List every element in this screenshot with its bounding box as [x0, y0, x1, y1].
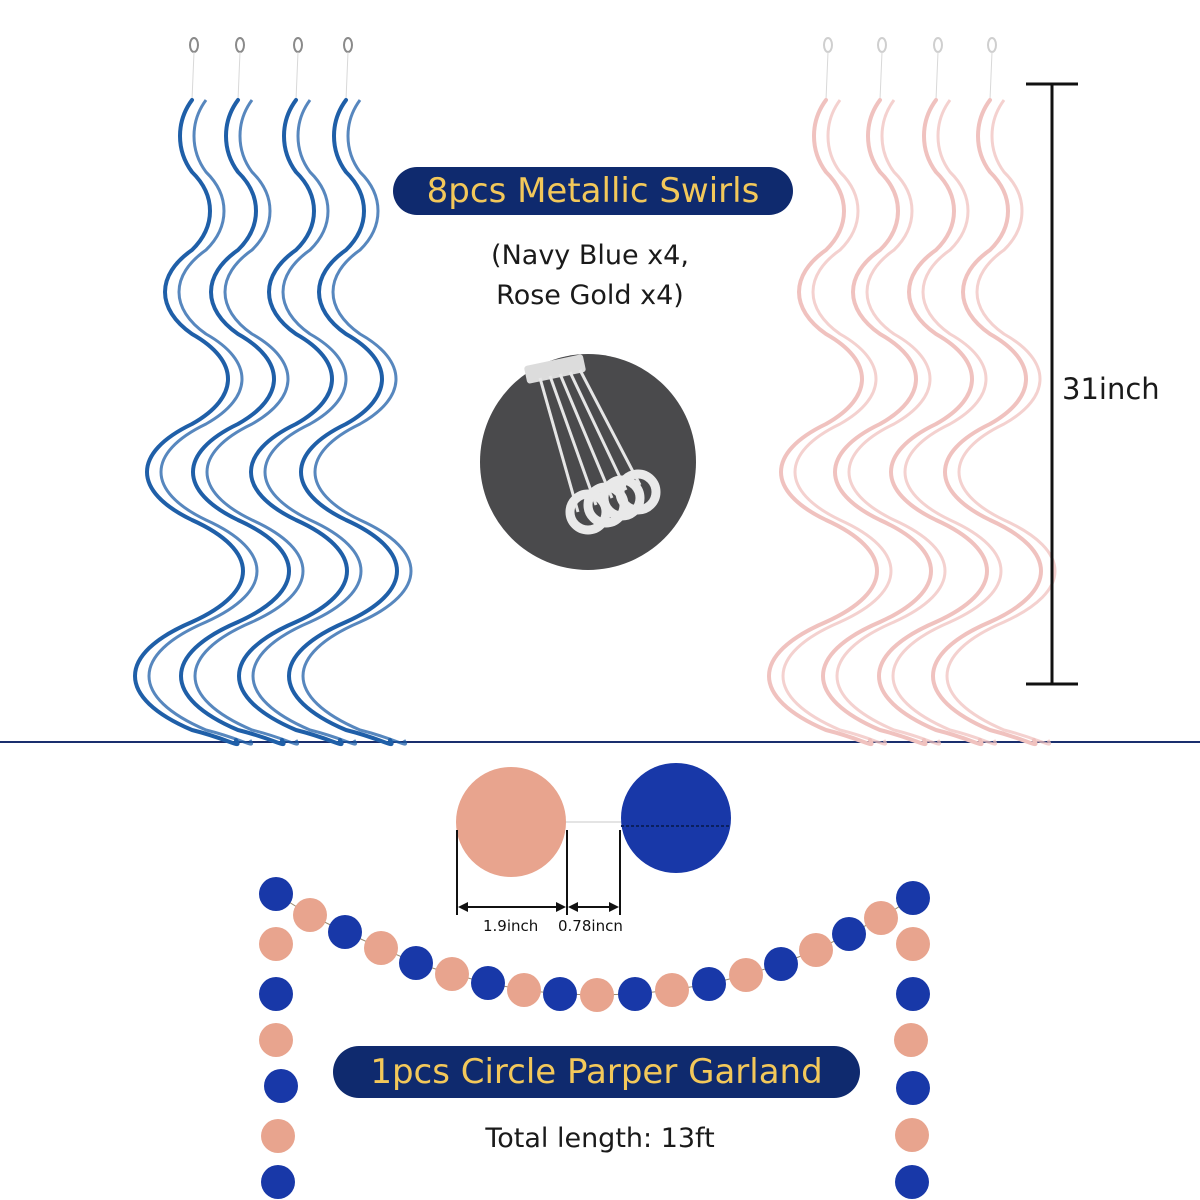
length-measure-bar: [1026, 82, 1078, 686]
rose-hook-icon: [987, 37, 997, 53]
circle-size-callout: [456, 763, 731, 915]
circle-gap-label: 0.78incn: [558, 917, 623, 935]
rose-hook-icon: [823, 37, 833, 53]
garland-navy-circle: [764, 947, 798, 981]
rose-gold-swirls: [767, 37, 1057, 747]
garland-rose-circle: [896, 927, 930, 961]
garland-rose-circle: [259, 1023, 293, 1057]
rose-hook-icon: [933, 37, 943, 53]
garland-rose-circle: [261, 1119, 295, 1153]
garland-rose-circle: [293, 898, 327, 932]
garland-rose-circle: [259, 927, 293, 961]
circle-diameter-label: 1.9inch: [483, 917, 539, 935]
garland-navy-circle: [692, 967, 726, 1001]
navy-swirl: [179, 98, 291, 747]
garland-title-badge: 1pcs Circle Parper Garland: [333, 1046, 860, 1098]
garland-rose-circle: [364, 931, 398, 965]
plastic-hooks-photo: [480, 354, 696, 570]
garland-rose-circle: [895, 1118, 929, 1152]
garland-rose-circle: [580, 978, 614, 1012]
swirl-colors-line-1: (Navy Blue x4,: [491, 240, 689, 271]
garland-rose-circle: [655, 973, 689, 1007]
garland-rose-circle: [435, 957, 469, 991]
navy-blue-swirls: [133, 37, 413, 747]
garland-navy-circle: [328, 915, 362, 949]
circle-paper-garland: [259, 877, 930, 1199]
garland-navy-circle: [259, 877, 293, 911]
garland-rose-circle: [864, 901, 898, 935]
garland-navy-circle: [895, 1165, 929, 1199]
garland-rose-circle: [894, 1023, 928, 1057]
navy-hook-icon: [189, 37, 199, 53]
garland-total-length: Total length: 13ft: [485, 1123, 715, 1154]
garland-rose-circle: [729, 958, 763, 992]
swirls-title-badge: 8pcs Metallic Swirls: [393, 167, 793, 215]
rose-swirl: [821, 98, 933, 747]
navy-swirl: [133, 98, 245, 747]
navy-blue-circle-sample: [621, 763, 731, 873]
garland-rose-circle: [799, 933, 833, 967]
garland-navy-circle: [896, 1071, 930, 1105]
garland-rose-circle: [507, 973, 541, 1007]
garland-navy-circle: [832, 917, 866, 951]
garland-navy-circle: [471, 966, 505, 1000]
garland-navy-circle: [264, 1069, 298, 1103]
garland-navy-circle: [261, 1165, 295, 1199]
swirl-length-label: 31inch: [1062, 372, 1160, 406]
rose-swirl: [877, 98, 989, 747]
rose-swirl: [931, 98, 1043, 747]
garland-navy-circle: [896, 977, 930, 1011]
navy-hook-icon: [235, 37, 245, 53]
garland-navy-circle: [259, 977, 293, 1011]
navy-swirl: [287, 98, 399, 747]
navy-hook-icon: [293, 37, 303, 53]
rose-swirl: [767, 98, 879, 747]
rose-hook-icon: [877, 37, 887, 53]
navy-hook-icon: [343, 37, 353, 53]
navy-swirl: [237, 98, 349, 747]
garland-navy-circle: [543, 977, 577, 1011]
garland-navy-circle: [896, 881, 930, 915]
garland-navy-circle: [399, 946, 433, 980]
garland-navy-circle: [618, 977, 652, 1011]
swirl-colors-line-2: Rose Gold x4): [496, 280, 684, 311]
rose-gold-circle-sample: [456, 767, 566, 877]
